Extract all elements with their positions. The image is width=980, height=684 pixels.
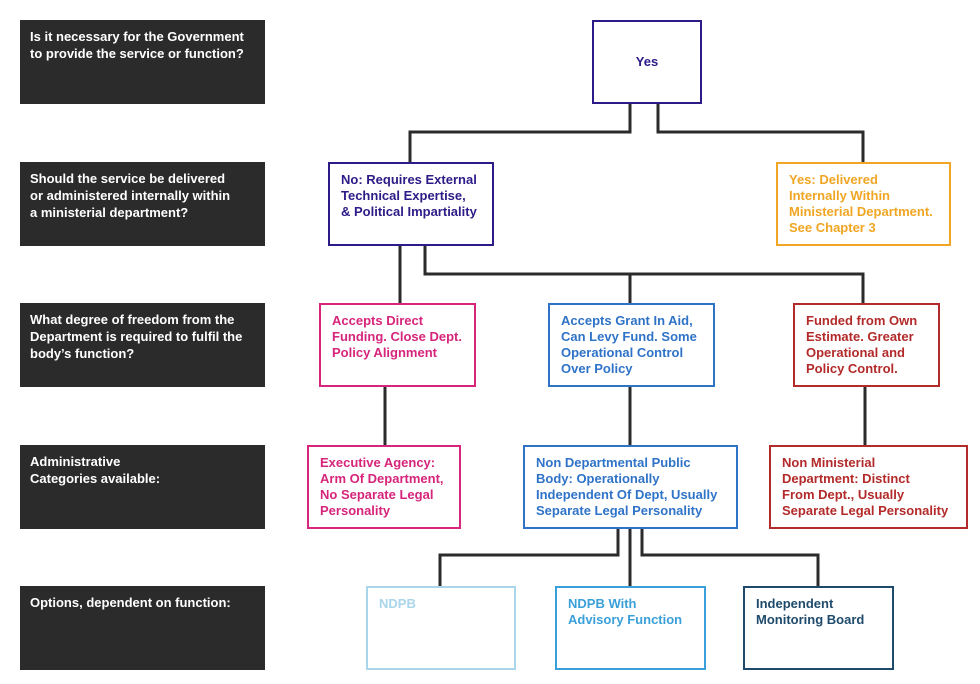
node-yes: Yes [592, 20, 702, 104]
node-yes-delivered-internally: Yes: Delivered Internally Within Ministe… [776, 162, 951, 246]
node-ndpb: NDPB [366, 586, 516, 670]
connector-yes-left [408, 103, 632, 162]
node-no-requires-external-expertise: No: Requires External Technical Expertis… [328, 162, 494, 246]
question-internal-delivery: Should the service be delivered or admin… [20, 162, 265, 246]
node-independent-monitoring-board: Independent Monitoring Board [743, 586, 894, 670]
question-government-necessity: Is it necessary for the Government to pr… [20, 20, 265, 104]
node-non-ministerial-department: Non Ministerial Department: Distinct Fro… [769, 445, 968, 529]
connector-yes-right [656, 103, 865, 162]
connector-ndpb-to-options [438, 527, 820, 586]
node-funded-from-own-estimate: Funded from Own Estimate. Greater Operat… [793, 303, 940, 387]
question-administrative-categories: Administrative Categories available: [20, 445, 265, 529]
node-ndpb-advisory-function: NDPB With Advisory Function [555, 586, 706, 670]
question-degree-of-freedom: What degree of freedom from the Departme… [20, 303, 265, 387]
node-accepts-direct-funding: Accepts Direct Funding. Close Dept. Poli… [319, 303, 476, 387]
node-executive-agency: Executive Agency: Arm Of Department, No … [307, 445, 461, 529]
node-accepts-grant-in-aid: Accepts Grant In Aid, Can Levy Fund. Som… [548, 303, 715, 387]
node-non-departmental-public-body: Non Departmental Public Body: Operationa… [523, 445, 738, 529]
question-options: Options, dependent on function: [20, 586, 265, 670]
connector-no-to-grant-estimate [423, 245, 865, 303]
